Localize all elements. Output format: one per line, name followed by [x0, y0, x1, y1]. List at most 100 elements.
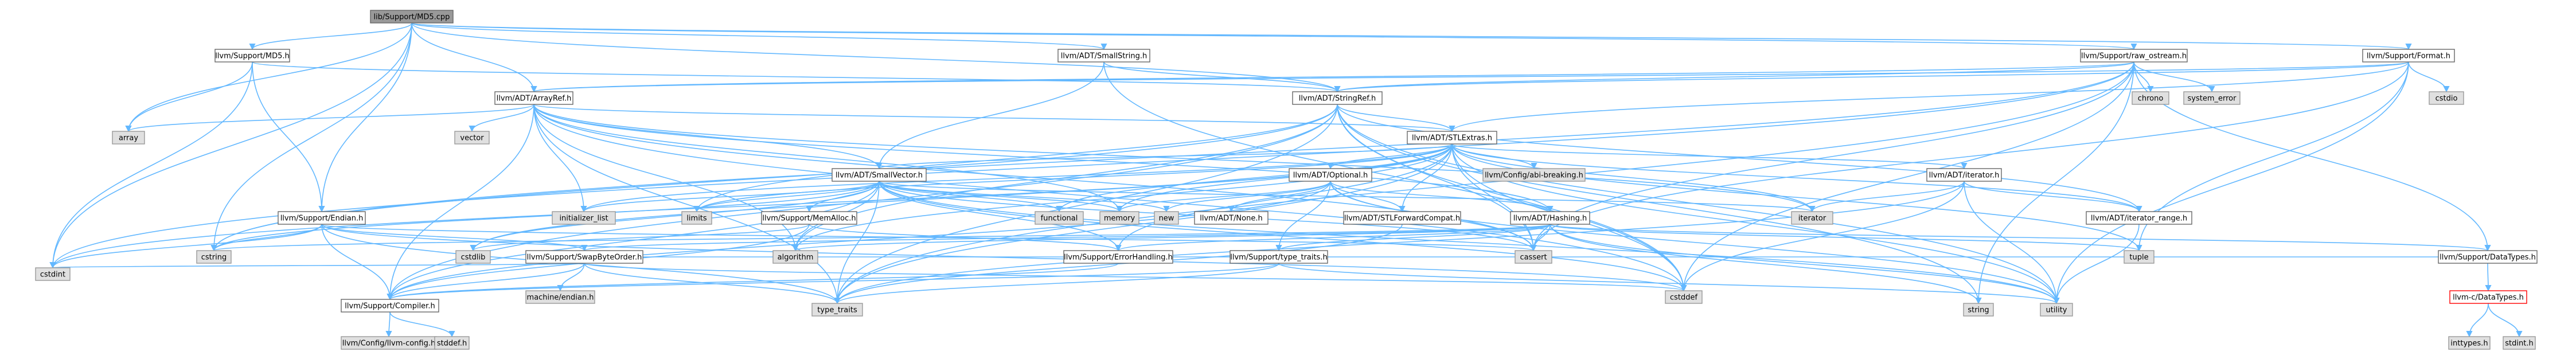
node-box [1510, 211, 1590, 225]
node-inttypes[interactable]: inttypes.h [2448, 336, 2491, 350]
edge-arrayref-to-iterator [533, 104, 1816, 213]
node-stddefh[interactable]: stddef.h [434, 336, 470, 350]
node-noneh[interactable]: llvm/ADT/None.h [1194, 211, 1269, 225]
edge-md5h-to-stringref [252, 61, 1340, 93]
node-stlextras[interactable]: llvm/ADT/STLExtras.h [1407, 131, 1497, 145]
edge-typetraitsllvm-to-utility [1278, 263, 2060, 305]
node-box [1154, 211, 1179, 225]
node-cstdint[interactable]: cstdint [35, 267, 71, 281]
node-box [1289, 168, 1372, 182]
edge-stlextras-to-memory [1116, 143, 1453, 213]
edge-root-to-cstring [210, 22, 412, 252]
node-initializer_list[interactable]: initializer_list [552, 211, 616, 225]
edge-iteratorh-to-cstddef [1680, 181, 1965, 292]
node-box [1063, 250, 1173, 264]
node-box [1035, 211, 1084, 225]
node-arrayref[interactable]: llvm/ADT/ArrayRef.h [494, 91, 573, 105]
node-machineendian[interactable]: machine/endian.h [525, 290, 595, 304]
node-label: llvm/ADT/SmallVector.h [836, 171, 923, 180]
node-string[interactable]: string [1963, 303, 1994, 317]
edge-optional-to-new [1163, 181, 1331, 213]
edge-arrayref-to-initializer_list [533, 104, 587, 213]
node-smallvector[interactable]: llvm/ADT/SmallVector.h [832, 168, 927, 182]
node-hashing[interactable]: llvm/ADT/Hashing.h [1510, 211, 1590, 225]
node-stringref[interactable]: llvm/ADT/StringRef.h [1292, 91, 1383, 105]
node-label: cstddef [1670, 294, 1698, 302]
node-cassert[interactable]: cassert [1515, 250, 1552, 264]
node-cstdlib[interactable]: cstdlib [455, 250, 491, 264]
node-iterator[interactable]: iterator [1791, 211, 1833, 225]
node-cstring[interactable]: cstring [196, 250, 232, 264]
edge-hashing-to-string [1549, 224, 1982, 305]
node-limits[interactable]: limits [681, 211, 712, 225]
node-algorithm[interactable]: algorithm [772, 250, 818, 264]
node-format[interactable]: llvm/Support/Format.h [2362, 49, 2455, 63]
node-cstddef[interactable]: cstddef [1665, 290, 1703, 304]
node-root[interactable]: lib/Support/MD5.cpp [370, 10, 454, 24]
node-tuple[interactable]: tuple [2124, 250, 2155, 264]
edge-hashing-to-algorithm [792, 224, 1551, 252]
node-label: llvm/ADT/StringRef.h [1299, 95, 1376, 103]
node-swapbyte[interactable]: llvm/Support/SwapByteOrder.h [525, 250, 643, 264]
node-label: vector [460, 134, 484, 143]
node-iteratorh[interactable]: llvm/ADT/iterator.h [1926, 168, 2002, 182]
node-box [1515, 250, 1552, 264]
node-label: system_error [2188, 95, 2237, 103]
node-new[interactable]: new [1154, 211, 1179, 225]
node-iterrange[interactable]: llvm/ADT/iterator_range.h [2086, 211, 2192, 225]
node-functional[interactable]: functional [1035, 211, 1084, 225]
edge-smallstring-to-smallvector [876, 61, 1104, 170]
node-label: chrono [2138, 95, 2164, 103]
node-chrono[interactable]: chrono [2132, 91, 2169, 105]
node-label: llvm/ADT/iterator_range.h [2091, 214, 2187, 223]
edge-smallvector-to-errorhandling [879, 181, 1122, 252]
node-box [196, 250, 232, 264]
node-cdatatypes[interactable]: llvm-c/DataTypes.h [2449, 290, 2527, 304]
edge-hashing-to-errorhandling [1115, 224, 1551, 252]
edge-stringref-to-iterrange [1337, 104, 2142, 213]
edge-iteratorh-to-type_traits [834, 181, 1965, 305]
nodes-layer: lib/Support/MD5.cpp llvm/Support/MD5.h llv… [35, 10, 2538, 350]
node-endian[interactable]: llvm/Support/Endian.h [278, 211, 366, 225]
node-box [2040, 303, 2073, 317]
node-smallstring[interactable]: llvm/ADT/SmallString.h [1057, 49, 1150, 63]
node-label: array [119, 134, 138, 143]
node-md5h[interactable]: llvm/Support/MD5.h [214, 49, 290, 63]
node-llvmconfig[interactable]: llvm/Config/llvm-config.h [341, 336, 437, 350]
node-memory[interactable]: memory [1099, 211, 1139, 225]
node-system_error[interactable]: system_error [2183, 91, 2241, 105]
edge-root-to-endian [318, 22, 412, 213]
node-stlforward[interactable]: llvm/ADT/STLForwardCompat.h [1343, 211, 1461, 225]
edge-raw_ostream-to-cstdint [49, 61, 2134, 269]
node-box [525, 250, 643, 264]
edge-root-to-format [411, 22, 2411, 50]
edge-endian-to-cstdint [49, 224, 322, 269]
edge-stringref-to-string [1337, 104, 1982, 305]
node-typetraitsllvm[interactable]: llvm/Support/type_traits.h [1230, 250, 1328, 264]
node-box [811, 303, 863, 317]
node-raw_ostream[interactable]: llvm/Support/raw_ostream.h [2080, 49, 2188, 63]
node-box [1665, 290, 1703, 304]
node-array[interactable]: array [112, 131, 145, 145]
node-stdint[interactable]: stdint.h [2503, 336, 2536, 350]
node-cstdio[interactable]: cstdio [2429, 91, 2464, 105]
node-vector[interactable]: vector [454, 131, 490, 145]
edge-arrayref-to-smallvector [533, 104, 883, 170]
edge-iteratorh-to-iterrange [1964, 181, 2142, 213]
node-datatypes[interactable]: llvm/Support/DataTypes.h [2438, 250, 2538, 264]
node-utility[interactable]: utility [2040, 303, 2073, 317]
node-abibreaking[interactable]: llvm/Config/abi-breaking.h [1482, 168, 1586, 182]
edge-stringref-to-compiler [387, 104, 1338, 301]
node-optional[interactable]: llvm/ADT/Optional.h [1289, 168, 1372, 182]
node-box [1963, 303, 1994, 317]
node-label: stdint.h [2505, 340, 2533, 348]
node-memalloc[interactable]: llvm/Support/MemAlloc.h [761, 211, 857, 225]
edge-stlextras-to-functional [1056, 143, 1453, 213]
edge-cdatatypes-to-inttypes [2466, 303, 2489, 338]
node-box [832, 168, 927, 182]
node-box [2429, 91, 2464, 105]
node-box [2132, 91, 2169, 105]
node-compiler[interactable]: llvm/Support/Compiler.h [341, 299, 439, 313]
node-errorhandling[interactable]: llvm/Support/ErrorHandling.h [1063, 250, 1173, 264]
node-type_traits[interactable]: type_traits [811, 303, 863, 317]
